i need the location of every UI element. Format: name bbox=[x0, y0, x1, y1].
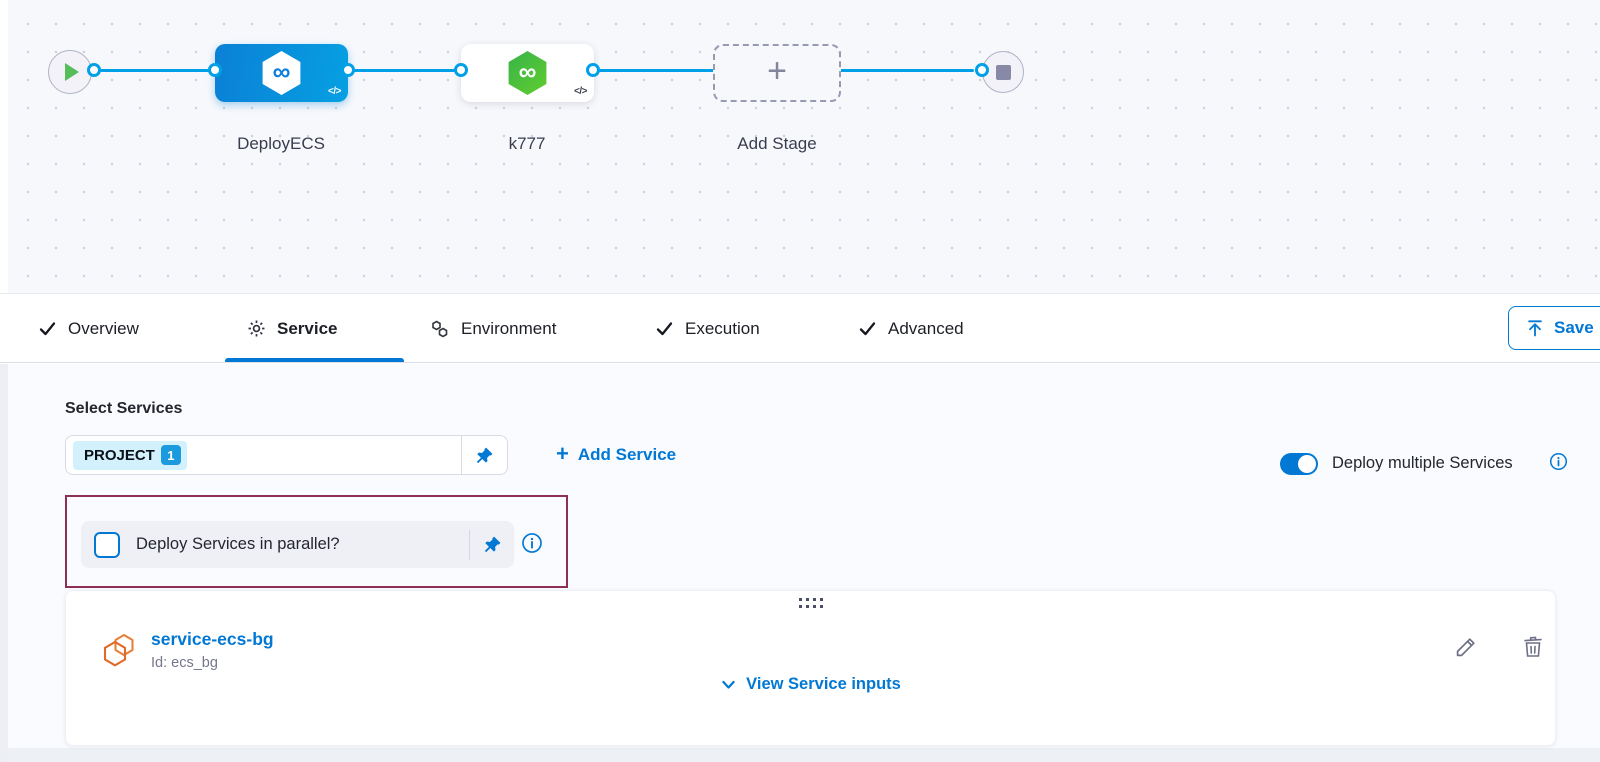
service-id-label: Id: ecs_bg bbox=[151, 655, 218, 671]
code-badge-icon: </> bbox=[574, 86, 587, 97]
pin-icon bbox=[484, 536, 500, 553]
parallel-option-highlight: Deploy Services in parallel? bbox=[65, 495, 568, 588]
toggle-knob bbox=[1298, 455, 1316, 473]
tab-label: Environment bbox=[461, 318, 557, 338]
check-icon bbox=[656, 322, 673, 336]
parallel-option-field: Deploy Services in parallel? bbox=[81, 521, 514, 568]
trash-icon bbox=[1524, 636, 1542, 657]
stop-icon bbox=[995, 64, 1011, 80]
harness-deploy-icon: ∞ bbox=[508, 51, 547, 95]
tab-label: Execution bbox=[685, 318, 760, 338]
stage-label: k777 bbox=[508, 134, 546, 153]
harness-deploy-icon: ∞ bbox=[262, 51, 301, 95]
tab-overview[interactable]: Overview bbox=[38, 294, 139, 363]
code-badge-icon: </> bbox=[328, 86, 341, 97]
pin-button[interactable] bbox=[461, 436, 507, 474]
stage-label: DeployECS bbox=[237, 134, 325, 153]
upload-icon bbox=[1528, 320, 1542, 337]
select-services-input[interactable]: PROJECT 1 bbox=[65, 435, 508, 475]
connector-port bbox=[586, 63, 600, 77]
environment-icon bbox=[432, 320, 448, 337]
select-services-label: Select Services bbox=[65, 400, 183, 417]
play-icon bbox=[65, 63, 79, 81]
view-service-inputs-link[interactable]: View Service inputs bbox=[66, 675, 1555, 694]
add-service-label: Add Service bbox=[577, 445, 677, 464]
add-service-button[interactable]: + Add Service bbox=[556, 440, 676, 470]
stage-config-tabbar: Overview Service Environment Execution A… bbox=[0, 293, 1600, 363]
chip-label: PROJECT bbox=[84, 446, 155, 464]
tab-label: Advanced bbox=[888, 318, 964, 338]
service-name-link[interactable]: service-ecs-bg bbox=[151, 629, 274, 649]
add-stage-node[interactable]: + bbox=[713, 44, 841, 102]
tab-execution[interactable]: Execution bbox=[655, 294, 760, 363]
chip-count-badge: 1 bbox=[160, 445, 181, 465]
selected-service-chip[interactable]: PROJECT 1 bbox=[73, 440, 187, 470]
check-icon bbox=[859, 322, 876, 336]
pin-icon bbox=[476, 447, 493, 463]
info-icon[interactable] bbox=[1549, 452, 1568, 471]
panel-left-strip bbox=[0, 364, 8, 762]
gear-icon bbox=[248, 320, 265, 337]
parallel-checkbox[interactable] bbox=[94, 531, 120, 558]
tab-service[interactable]: Service bbox=[247, 294, 338, 363]
pin-button[interactable] bbox=[470, 521, 514, 568]
connector-port bbox=[208, 63, 222, 77]
delete-service-button[interactable] bbox=[1521, 635, 1545, 664]
stage-node-deployecs[interactable]: ∞ </> bbox=[215, 44, 348, 102]
connector-port bbox=[87, 63, 101, 77]
connector-port bbox=[454, 63, 468, 77]
stage-label: Add Stage bbox=[737, 134, 817, 153]
pipeline-canvas[interactable]: ∞ </> DeployECS ∞ </> k777 + Add Stage bbox=[8, 0, 1600, 293]
connector-port bbox=[341, 63, 355, 77]
tab-label: Overview bbox=[68, 318, 139, 338]
active-tab-underline bbox=[225, 358, 404, 362]
pipeline-start-node bbox=[48, 50, 92, 94]
pencil-icon bbox=[1456, 638, 1475, 657]
deploy-multiple-label: Deploy multiple Services bbox=[1332, 454, 1513, 472]
plus-icon: + bbox=[767, 52, 787, 90]
drag-handle-icon[interactable] bbox=[798, 598, 823, 608]
save-button-label: Save bbox=[1554, 318, 1594, 337]
save-button[interactable]: Save bbox=[1508, 306, 1600, 350]
view-inputs-label: View Service inputs bbox=[746, 675, 901, 693]
check-icon bbox=[39, 322, 56, 336]
tab-environment[interactable]: Environment bbox=[430, 294, 556, 363]
deploy-multiple-toggle[interactable] bbox=[1280, 453, 1318, 475]
edit-service-button[interactable] bbox=[1454, 635, 1478, 664]
divider bbox=[469, 529, 470, 560]
panel-bottom-strip bbox=[8, 748, 1600, 762]
tab-label: Service bbox=[277, 318, 338, 338]
chevron-down-icon bbox=[722, 680, 735, 689]
service-card: service-ecs-bg Id: ecs_bg bbox=[65, 590, 1556, 746]
service-tab-panel: Select Services PROJECT 1 + Add Service … bbox=[0, 364, 1600, 762]
connector-port bbox=[975, 63, 989, 77]
info-icon[interactable] bbox=[521, 532, 543, 554]
stage-node-k777[interactable]: ∞ </> bbox=[461, 44, 594, 102]
plus-icon: + bbox=[556, 441, 569, 466]
service-hexagon-icon bbox=[103, 633, 134, 667]
parallel-checkbox-label: Deploy Services in parallel? bbox=[136, 535, 340, 553]
tab-advanced[interactable]: Advanced bbox=[858, 294, 964, 363]
